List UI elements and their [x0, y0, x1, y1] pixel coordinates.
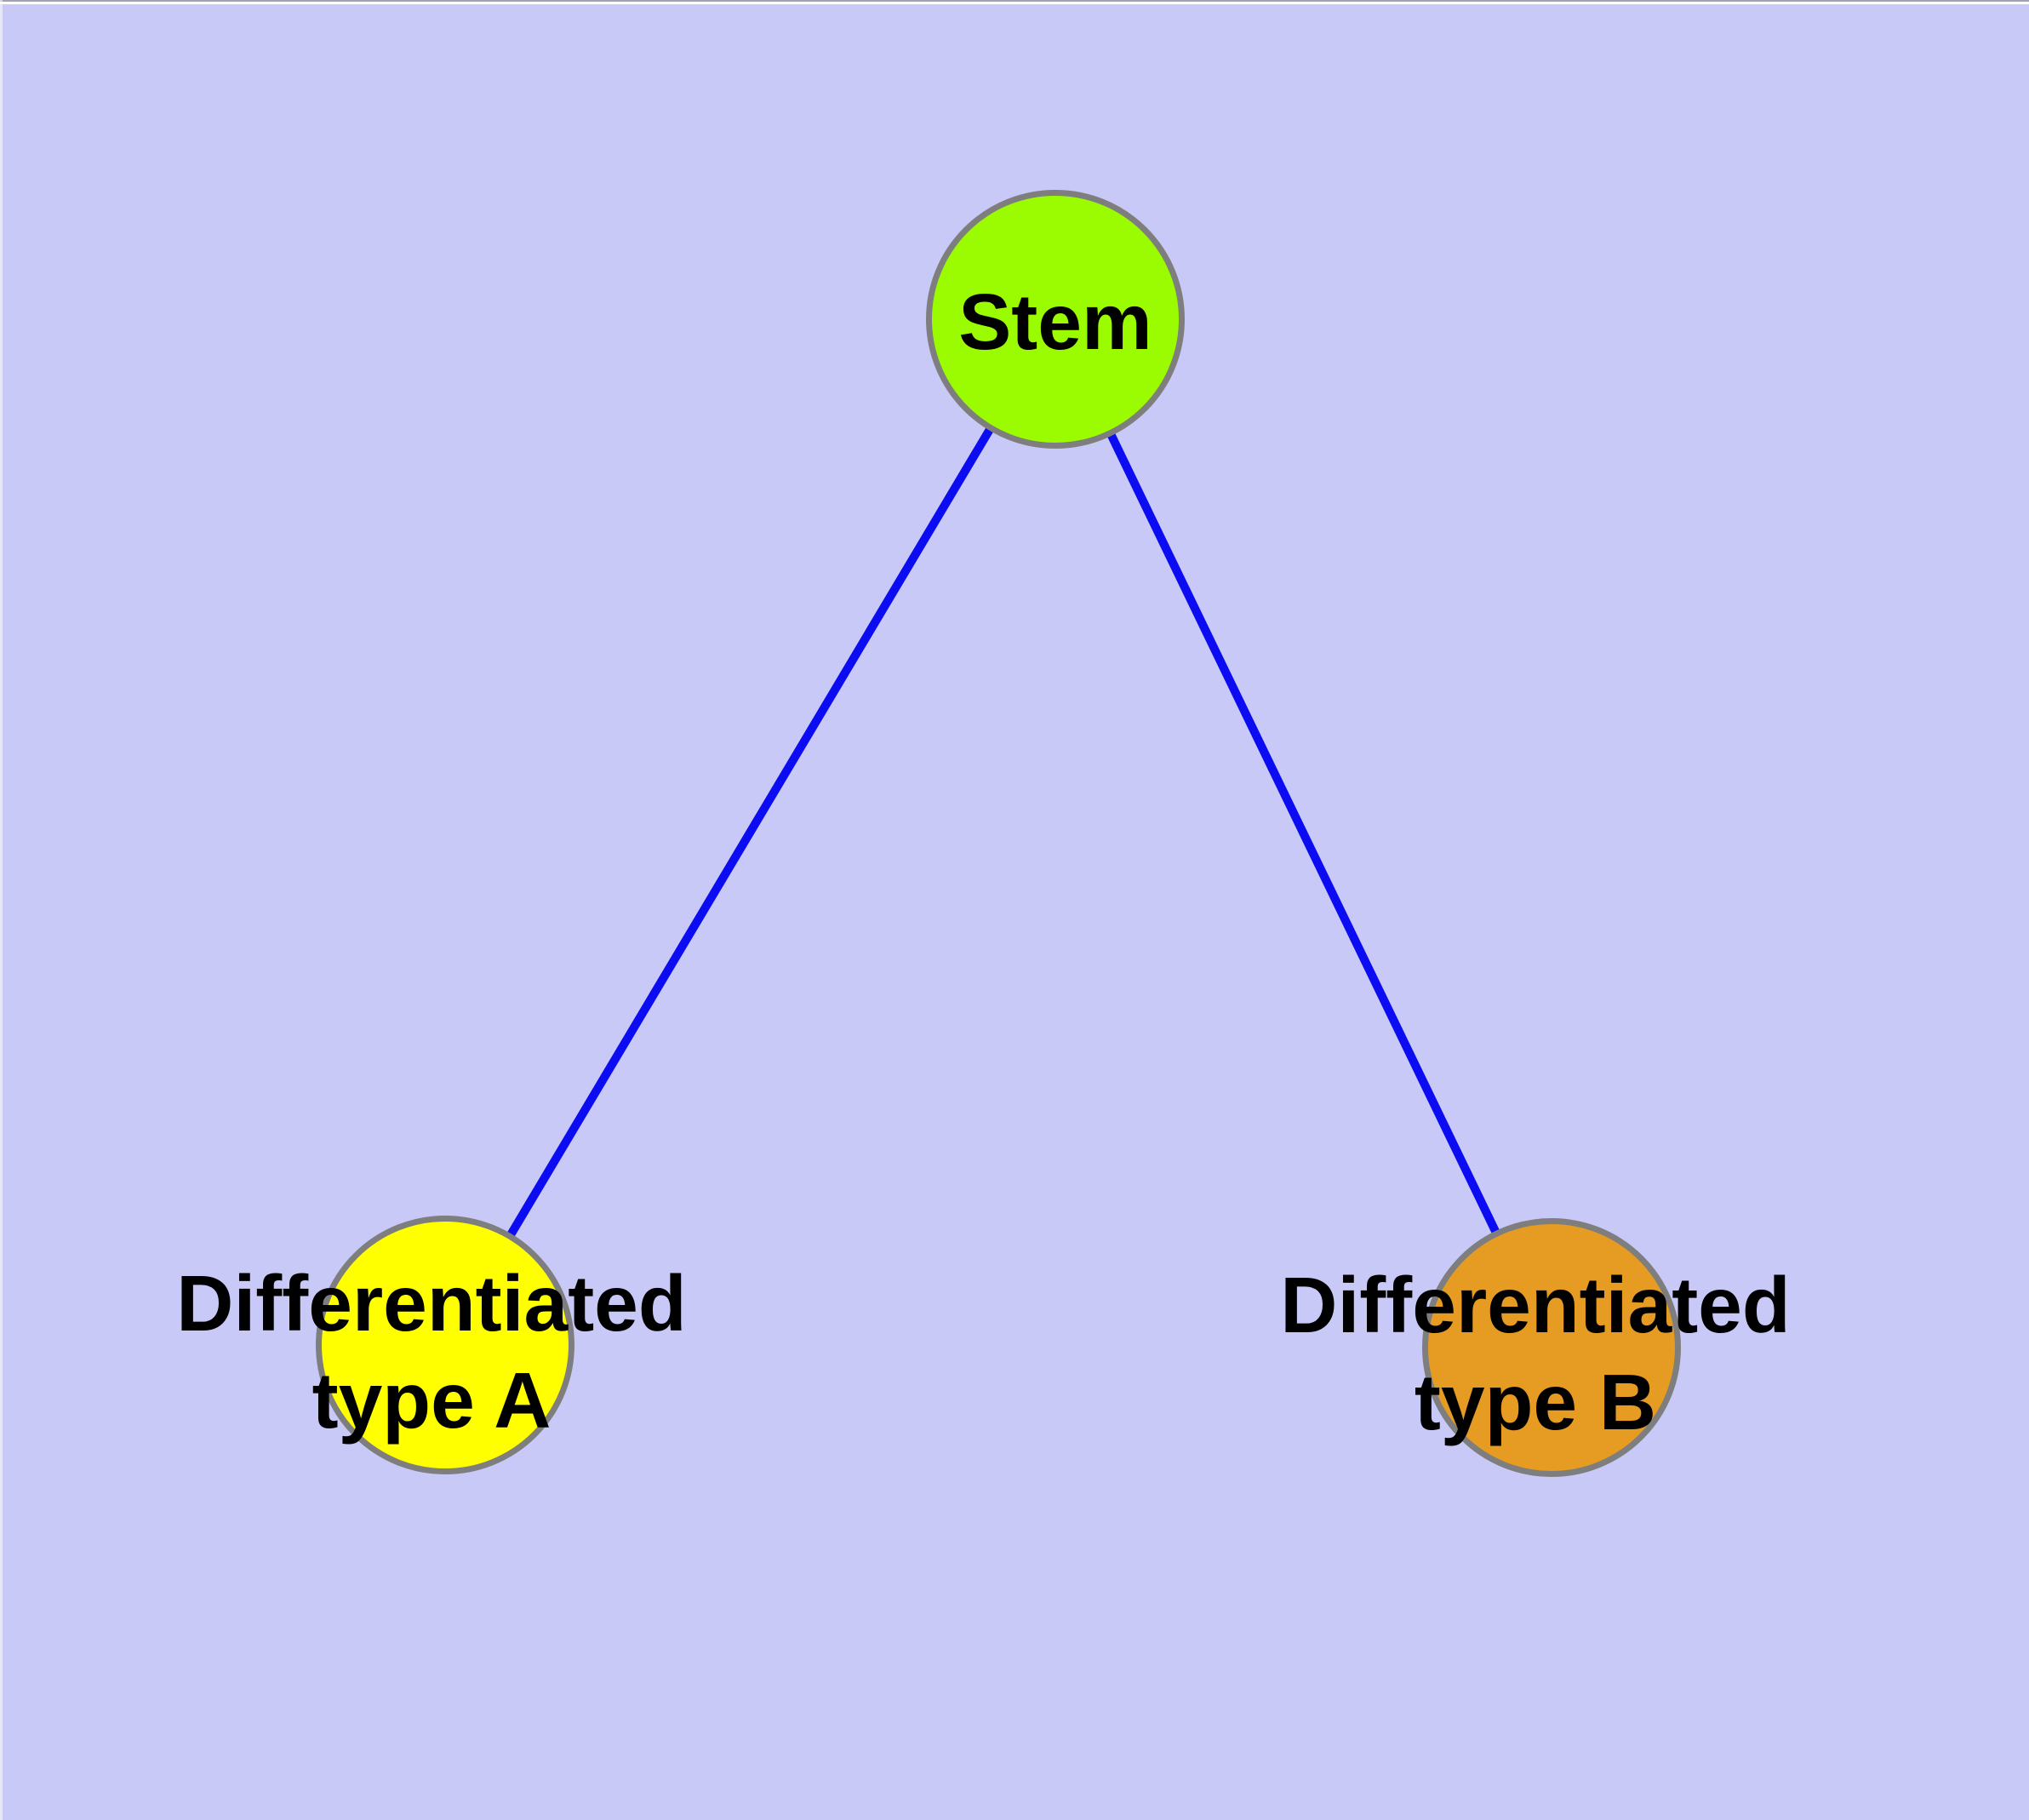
node-stem-label-line: Stem: [958, 278, 1152, 366]
node-differentiated-type-a-label-line-2: type A: [311, 1356, 552, 1445]
edge-stem-to-differentiated-type-a: [441, 317, 1060, 1348]
node-stem: [926, 190, 1185, 449]
window-top-edge: [0, 0, 2029, 4]
node-differentiated-type-b-label-line-1: Differentiated: [1280, 1261, 1791, 1349]
node-differentiated-type-a: [316, 1216, 574, 1474]
window-left-edge: [0, 0, 3, 1820]
node-stem-label: Stem: [672, 273, 1438, 370]
edge-stem-to-differentiated-type-b: [1051, 317, 1556, 1350]
node-differentiated-type-b-label: Differentiated type B: [1152, 1256, 1918, 1451]
node-differentiated-type-a-label: Differentiated type A: [49, 1255, 814, 1449]
node-differentiated-type-b-label-line-2: type B: [1414, 1358, 1657, 1446]
node-differentiated-type-b: [1422, 1218, 1681, 1477]
node-differentiated-type-a-label-line-1: Differentiated: [176, 1259, 687, 1348]
